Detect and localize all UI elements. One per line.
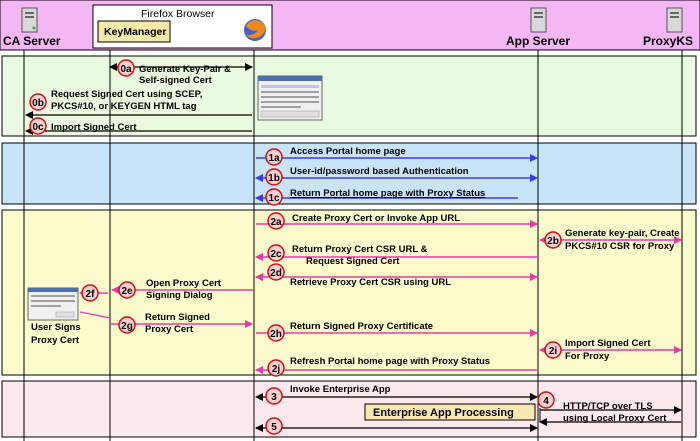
svg-text:2e: 2e	[121, 286, 133, 297]
svg-text:User-id/password based Authent: User-id/password based Authentication	[290, 166, 469, 177]
svg-text:2j: 2j	[272, 364, 281, 375]
svg-text:PKCS#10 CSR for Proxy: PKCS#10 CSR for Proxy	[565, 241, 675, 252]
svg-text:Open Proxy Cert: Open Proxy Cert	[146, 278, 222, 289]
svg-text:3: 3	[271, 392, 277, 403]
step-0c: 0c Import Signed Cert	[25, 117, 252, 135]
svg-text:Return Portal home page with: Return Portal home page with Proxy Statu…	[290, 188, 485, 199]
step-5: 5	[255, 417, 538, 435]
step-1b: 1b User-id/password based Authentication	[255, 166, 538, 186]
server-icon	[21, 7, 38, 33]
svg-text:HTTP/TCP over TLS: HTTP/TCP over TLS	[563, 401, 653, 412]
svg-text:Invoke Enterprise App: Invoke Enterprise App	[290, 384, 391, 395]
svg-text:Proxy Cert: Proxy Cert	[145, 324, 194, 335]
svg-text:User Signs: User Signs	[31, 322, 81, 333]
section-login	[1, 142, 697, 205]
svg-text:For Proxy: For Proxy	[565, 351, 610, 362]
svg-text:1b: 1b	[268, 173, 280, 184]
svg-text:Return Signed Proxy Certificat: Return Signed Proxy Certificate	[290, 321, 433, 332]
step-3: 3 Invoke Enterprise App	[255, 384, 538, 405]
svg-text:Enterprise App Processing: Enterprise App Processing	[373, 407, 514, 419]
svg-text:Self-signed Cert: Self-signed Cert	[139, 75, 213, 86]
enterprise-app-processing-box: Enterprise App Processing	[364, 403, 536, 421]
step-2g: 2g Return Signed Proxy Cert	[79, 311, 253, 335]
step-0a: 0a Generate Key-Pair & Self-signed Cert	[109, 59, 253, 86]
app-server-label: App Server	[506, 34, 570, 48]
proxyks-node: ProxyKS	[643, 7, 693, 48]
svg-text:PKCS#10, or KEYGEN HTML tag: PKCS#10, or KEYGEN HTML tag	[51, 101, 197, 112]
svg-text:Generate key-pair, Create: Generate key-pair, Create	[565, 228, 680, 239]
svg-text:Refresh Portal home page with: Refresh Portal home page with Proxy Stat…	[290, 356, 490, 367]
step-2h: 2h Return Signed Proxy Certificate	[256, 321, 538, 342]
step-0b: 0b Request Signed Cert using SCEP, PKCS#…	[25, 89, 252, 119]
svg-text:0a: 0a	[120, 64, 132, 75]
screenshot-thumbnail	[257, 75, 323, 121]
svg-text:2c: 2c	[270, 249, 282, 260]
server-icon	[666, 7, 683, 33]
step-2d: 2d Retrieve Proxy Cert CSR using URL	[255, 263, 538, 288]
server-icon	[530, 7, 547, 33]
firefox-browser-box: Firefox Browser KeyManager	[92, 4, 273, 49]
proxyks-label: ProxyKS	[643, 34, 693, 48]
svg-text:Import Signed Cert: Import Signed Cert	[565, 338, 651, 349]
svg-text:Retrieve Proxy Cert CSR using: Retrieve Proxy Cert CSR using URL	[290, 277, 451, 288]
step-2b: 2b Generate key-pair, Create PKCS#10 CSR…	[539, 228, 682, 252]
svg-text:Return Proxy Cert CSR URL &: Return Proxy Cert CSR URL &	[292, 244, 428, 255]
ca-server-label: CA Server	[3, 34, 61, 48]
step-1a: 1a Access Portal home page	[256, 146, 538, 166]
step-1c: 1c Return Portal home page with Proxy St…	[255, 188, 518, 206]
firefox-logo-icon	[244, 19, 266, 41]
svg-text:2f: 2f	[86, 289, 96, 300]
key-manager-label: KeyManager	[104, 26, 166, 38]
svg-text:Signing Dialog: Signing Dialog	[146, 290, 213, 301]
step-2c: 2c Return Proxy Cert CSR URL & Request S…	[255, 244, 537, 267]
step-2i: 2i Import Signed Cert For Proxy	[539, 338, 682, 362]
svg-text:Proxy Cert: Proxy Cert	[31, 335, 80, 346]
svg-text:Import Signed Cert: Import Signed Cert	[51, 122, 137, 133]
svg-text:1c: 1c	[268, 193, 280, 204]
svg-text:2d: 2d	[270, 268, 282, 279]
svg-text:0b: 0b	[32, 98, 44, 109]
svg-text:2b: 2b	[547, 236, 559, 247]
app-server-node: App Server	[506, 7, 570, 48]
svg-text:0c: 0c	[32, 122, 44, 133]
user-signs-label: User Signs Proxy Cert	[31, 322, 81, 346]
svg-text:Return Signed: Return Signed	[145, 312, 210, 323]
ca-server-node: CA Server	[3, 7, 61, 48]
svg-text:Generate Key-Pair &: Generate Key-Pair &	[139, 64, 231, 75]
svg-text:2i: 2i	[549, 346, 558, 357]
svg-text:using Local Proxy Cert: using Local Proxy Cert	[563, 413, 667, 424]
step-2f: 2f	[79, 284, 108, 302]
key-manager-box	[97, 20, 171, 43]
svg-text:2a: 2a	[270, 217, 282, 228]
signing-dialog-thumbnail	[27, 287, 79, 321]
svg-text:2g: 2g	[121, 321, 133, 332]
firefox-browser-label: Firefox Browser	[141, 8, 215, 20]
svg-text:2h: 2h	[270, 329, 282, 340]
svg-text:Request Signed Cert using SCEP: Request Signed Cert using SCEP,	[51, 89, 202, 100]
step-2j: 2j Refresh Portal home page with Proxy S…	[255, 356, 537, 377]
svg-text:Access Portal home page: Access Portal home page	[290, 146, 406, 157]
svg-text:Create Proxy Cert or Invoke Ap: Create Proxy Cert or Invoke App URL	[292, 213, 460, 224]
step-2a: 2a Create Proxy Cert or Invoke App URL	[256, 212, 538, 230]
step-2e: 2e Open Proxy Cert Signing Dialog	[111, 278, 254, 301]
svg-text:1a: 1a	[268, 153, 280, 164]
step-4: 4 HTTP/TCP over TLS using Local Proxy Ce…	[537, 391, 682, 426]
svg-text:Request Signed Cert: Request Signed Cert	[306, 256, 400, 267]
svg-text:4: 4	[543, 396, 549, 407]
svg-text:5: 5	[271, 422, 277, 433]
